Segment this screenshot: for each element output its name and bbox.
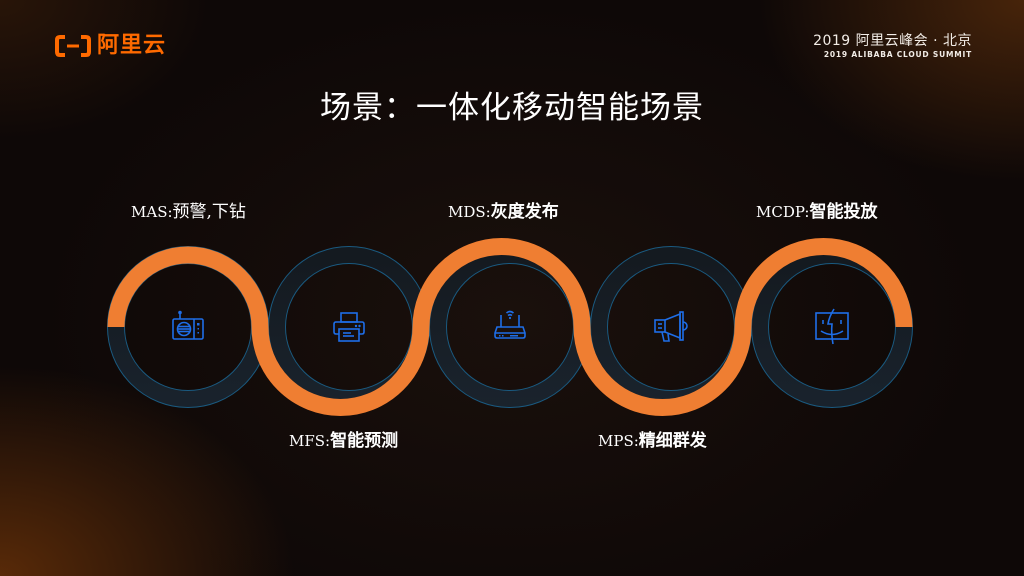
step-code: MAS: [131,203,173,221]
step-code: MCDP: [756,203,810,221]
step-desc: 预警,下钻 [172,202,246,222]
step-label-mcdp: MCDP:智能投放 [756,200,877,224]
radio-icon [172,310,204,340]
alibaba-cloud-bracket-icon [55,35,91,57]
router-icon [494,310,526,339]
step-label-mfs: MFS:智能预测 [289,429,398,453]
summit-title-en: 2019 ALIBABA CLOUD SUMMIT [823,50,972,59]
logo-text: 阿里云 [97,33,167,58]
step-desc: 精细群发 [638,431,707,451]
step-code: MPS: [598,432,639,450]
summit-title-cn: 2019 阿里云峰会 · 北京 [813,33,972,49]
step-label-mps: MPS:精细群发 [598,429,707,453]
step-label-mds: MDS:灰度发布 [448,200,559,224]
summit-badge: 2019 阿里云峰会 · 北京 2019 ALIBABA CLOUD SUMMI… [813,33,972,61]
finder-face-icon [815,308,849,345]
step-label-mas: MAS:预警,下钻 [131,200,246,224]
printer-icon [333,312,365,342]
step-desc: 灰度发布 [490,202,559,222]
step-desc: 智能预测 [330,431,399,451]
alibaba-cloud-logo: 阿里云 [55,34,166,58]
step-code: MDS: [448,203,491,221]
step-desc: 智能投放 [809,202,878,222]
step-code: MFS: [289,432,331,450]
megaphone-icon [654,311,688,342]
slide-title: 场景：一体化移动智能场景 [320,90,704,126]
orange-wave-path [107,238,913,416]
